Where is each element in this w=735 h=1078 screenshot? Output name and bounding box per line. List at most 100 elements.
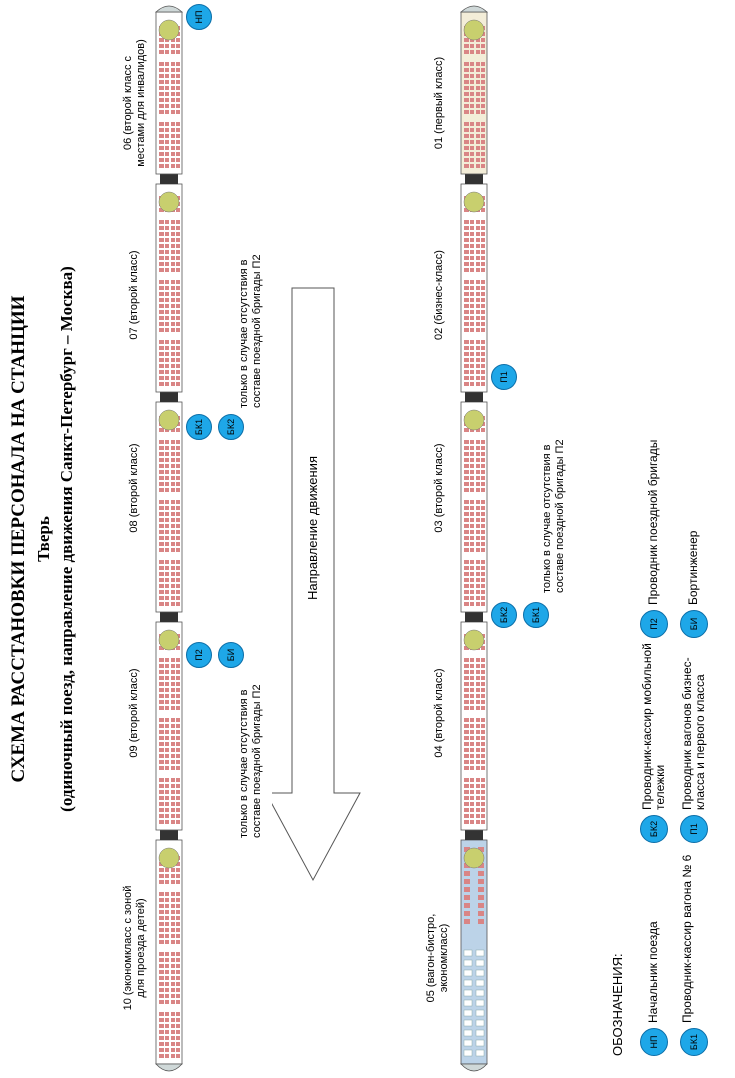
legend-text-bk1: Проводник-кассир вагона № 6 xyxy=(680,854,694,1023)
car-connector xyxy=(465,830,483,840)
seat xyxy=(464,50,469,54)
seat xyxy=(165,560,169,564)
seat xyxy=(165,310,169,314)
seat xyxy=(478,919,484,924)
seat xyxy=(165,808,169,812)
seat xyxy=(171,1048,175,1052)
seat xyxy=(176,922,180,926)
seat xyxy=(464,808,469,812)
seat xyxy=(159,44,164,48)
seat xyxy=(176,584,180,588)
legend-text-bi: Бортинженер xyxy=(686,530,700,605)
seat xyxy=(481,62,485,66)
seat xyxy=(159,584,164,588)
seat xyxy=(159,802,164,806)
seat xyxy=(470,542,474,546)
seat xyxy=(165,904,169,908)
seat xyxy=(159,670,164,674)
seat xyxy=(159,452,164,456)
seat xyxy=(159,226,164,230)
seat xyxy=(176,748,180,752)
seat xyxy=(176,682,180,686)
seat xyxy=(159,808,164,812)
seat xyxy=(159,110,164,114)
seat xyxy=(159,724,164,728)
seat xyxy=(481,524,485,528)
seat xyxy=(165,238,169,242)
seat xyxy=(481,682,485,686)
seat xyxy=(476,688,480,692)
seat xyxy=(165,922,169,926)
seat xyxy=(475,1019,485,1027)
seat xyxy=(481,446,485,450)
car-label-05: 05 (вагон-бистро, экономкласс) xyxy=(425,913,450,1003)
seat xyxy=(470,566,474,570)
seat xyxy=(481,364,485,368)
seat xyxy=(481,286,485,290)
seat xyxy=(165,658,169,662)
seat xyxy=(464,820,469,824)
table xyxy=(158,409,180,431)
seat xyxy=(470,512,474,516)
seat xyxy=(476,358,480,362)
seat xyxy=(171,524,175,528)
seat xyxy=(165,316,169,320)
seat xyxy=(159,784,164,788)
seat xyxy=(464,86,469,90)
seat xyxy=(171,268,175,272)
seat xyxy=(481,560,485,564)
seat xyxy=(464,134,469,138)
seat xyxy=(470,304,474,308)
seat xyxy=(165,874,169,878)
seat xyxy=(481,784,485,788)
seat xyxy=(481,658,485,662)
seat xyxy=(476,766,480,770)
seat xyxy=(165,250,169,254)
seat xyxy=(159,298,164,302)
seat xyxy=(176,68,180,72)
seat xyxy=(159,134,164,138)
seat xyxy=(476,724,480,728)
badge-p1: П1 xyxy=(491,364,517,390)
car-connector xyxy=(465,174,483,184)
seat xyxy=(476,784,480,788)
seat xyxy=(176,152,180,156)
seat xyxy=(176,952,180,956)
seat xyxy=(470,578,474,582)
seat xyxy=(159,682,164,686)
seat xyxy=(476,542,480,546)
seat xyxy=(171,814,175,818)
seat xyxy=(171,62,175,66)
seat xyxy=(171,158,175,162)
seat xyxy=(165,92,169,96)
seat xyxy=(159,232,164,236)
seat xyxy=(171,98,175,102)
seat xyxy=(470,244,474,248)
seat xyxy=(165,382,169,386)
seat xyxy=(464,784,469,788)
seat xyxy=(470,590,474,594)
car-label-09: 09 (второй класс) xyxy=(128,668,140,758)
seat xyxy=(476,292,480,296)
seat xyxy=(171,128,175,132)
seat xyxy=(470,700,474,704)
seat xyxy=(159,572,164,576)
seat xyxy=(464,220,469,224)
legend-badge-bi: БИ xyxy=(680,610,708,638)
seat xyxy=(464,256,469,260)
seat xyxy=(171,922,175,926)
seat xyxy=(171,440,175,444)
seat xyxy=(171,916,175,920)
seat xyxy=(171,376,175,380)
seat xyxy=(464,244,469,248)
seat xyxy=(464,358,469,362)
seat xyxy=(176,358,180,362)
seat xyxy=(470,226,474,230)
seat xyxy=(176,1000,180,1004)
seat xyxy=(464,44,469,48)
seat xyxy=(481,488,485,492)
seat xyxy=(464,796,469,800)
seat xyxy=(481,548,485,552)
seat xyxy=(171,476,175,480)
